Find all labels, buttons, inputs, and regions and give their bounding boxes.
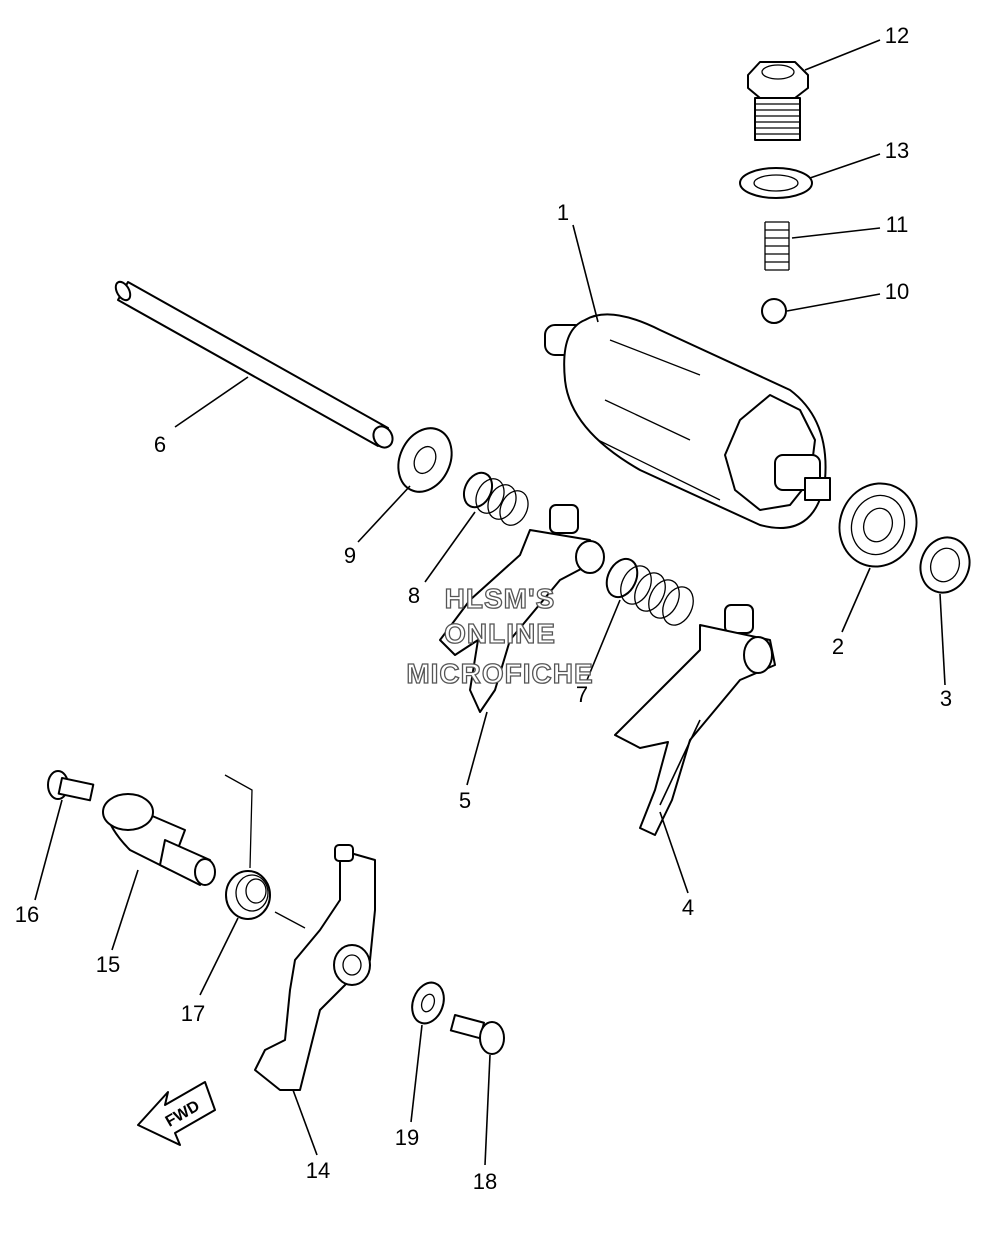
callout-4: 4 bbox=[682, 895, 694, 920]
callout-6: 6 bbox=[154, 432, 166, 457]
callout-5: 5 bbox=[459, 788, 471, 813]
part-1-shift-drum bbox=[544, 313, 831, 529]
callout-14: 14 bbox=[306, 1158, 330, 1183]
part-13-washer bbox=[739, 167, 813, 199]
callout-10: 10 bbox=[885, 279, 909, 304]
part-17-torsion-spring bbox=[224, 774, 306, 929]
part-14-shift-lever bbox=[254, 844, 376, 1091]
callout-17: 17 bbox=[181, 1001, 205, 1026]
callout-13: 13 bbox=[885, 138, 909, 163]
part-3-bearing bbox=[919, 536, 971, 594]
part-9-washer bbox=[397, 427, 453, 493]
part-8-spring bbox=[462, 471, 529, 526]
callout-labels: 1 2 3 4 5 6 7 8 9 10 11 12 13 14 15 16 1… bbox=[15, 23, 952, 1194]
leader-lines bbox=[34, 39, 946, 1166]
watermark-line-1: HLSM'S bbox=[445, 583, 556, 614]
callout-12: 12 bbox=[885, 23, 909, 48]
callout-15: 15 bbox=[96, 952, 120, 977]
callout-11: 11 bbox=[886, 212, 909, 237]
part-12-hex-bolt bbox=[747, 61, 809, 141]
callout-7: 7 bbox=[576, 682, 588, 707]
callout-3: 3 bbox=[940, 686, 952, 711]
callout-9: 9 bbox=[344, 543, 356, 568]
part-2-bearing bbox=[838, 482, 918, 568]
callout-1: 1 bbox=[557, 200, 569, 225]
part-18-bolt bbox=[449, 1014, 505, 1055]
callout-8: 8 bbox=[408, 583, 420, 608]
part-19-washer bbox=[411, 981, 445, 1025]
watermark-line-2: ONLINE bbox=[444, 618, 556, 649]
part-4-shift-fork bbox=[614, 604, 776, 836]
part-10-ball bbox=[761, 298, 787, 324]
part-5-shift-fork bbox=[439, 504, 605, 713]
callout-2: 2 bbox=[832, 634, 844, 659]
callout-19: 19 bbox=[395, 1125, 419, 1150]
callout-18: 18 bbox=[473, 1169, 497, 1194]
part-15-collar bbox=[102, 793, 216, 886]
part-16-bolt bbox=[47, 770, 95, 802]
part-7-spring bbox=[605, 557, 694, 626]
fwd-direction-arrow: FWD bbox=[137, 1081, 216, 1146]
callout-16: 16 bbox=[15, 902, 39, 927]
part-6-shift-fork-shaft bbox=[114, 280, 394, 449]
watermark-line-3: MICROFICHE bbox=[406, 658, 593, 689]
watermark: HLSM'S ONLINE MICROFICHE bbox=[406, 582, 594, 689]
part-11-spring bbox=[764, 221, 790, 271]
